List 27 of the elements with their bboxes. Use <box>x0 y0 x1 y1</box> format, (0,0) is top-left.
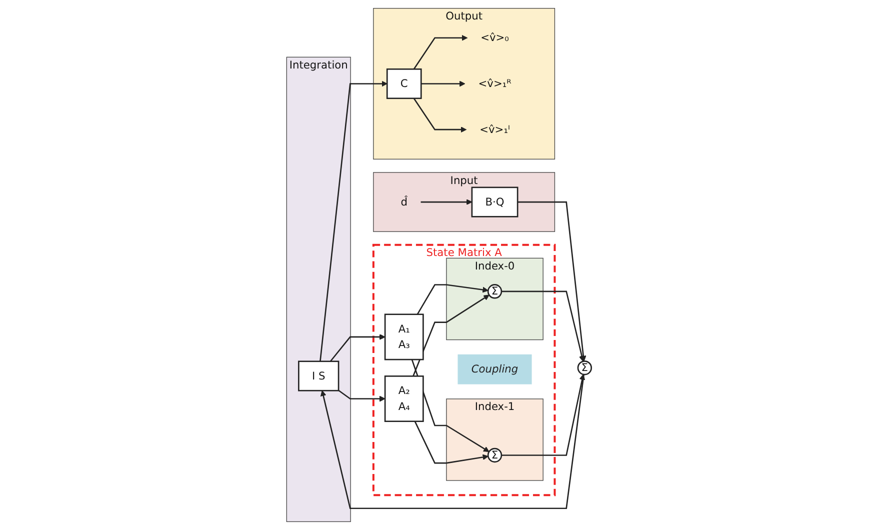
arrow <box>501 290 585 362</box>
arrow <box>414 421 488 464</box>
node-box: A₁ A₃ <box>384 314 424 360</box>
node-circle: Σ <box>577 360 592 376</box>
arrow <box>320 80 388 362</box>
arrow <box>421 80 466 87</box>
arrow <box>420 199 472 205</box>
node-box: B·Q <box>471 186 518 218</box>
arrow <box>416 284 488 315</box>
node-box: C <box>386 68 422 100</box>
arrow <box>330 334 386 362</box>
arrow <box>320 374 584 510</box>
node-text: <v̂>₁ᴵ <box>480 122 510 136</box>
arrow <box>413 98 467 133</box>
node-circle: Σ <box>487 284 502 299</box>
node-box: A₂ A₄ <box>384 375 424 422</box>
arrow <box>338 390 386 402</box>
arrow <box>518 201 586 362</box>
arrow <box>413 34 468 70</box>
arrow <box>412 294 490 376</box>
node-text: <v̂>₀ <box>480 31 509 44</box>
arrow <box>501 374 586 456</box>
node-circle: Σ <box>487 448 502 463</box>
node-box: I S <box>298 360 340 392</box>
node-text: d̂ <box>400 195 408 208</box>
node-text: <v̂>₁ᴿ <box>478 77 512 90</box>
node-box: Coupling <box>458 354 532 384</box>
